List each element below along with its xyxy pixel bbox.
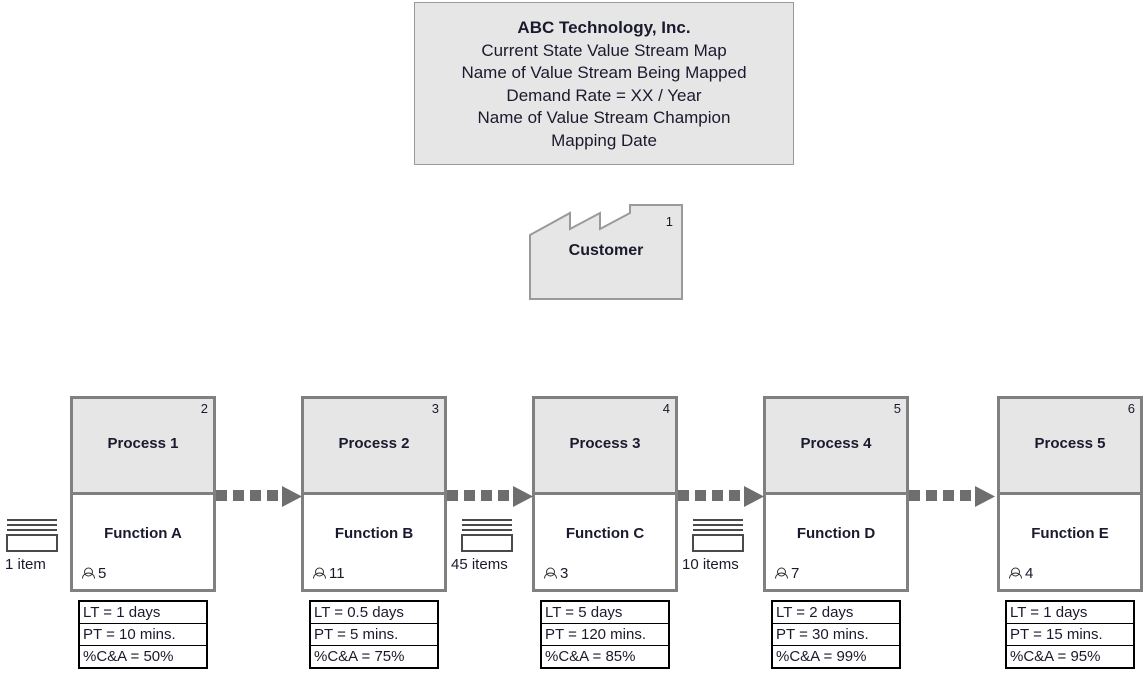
process-3-function: Function C xyxy=(565,525,645,542)
data-box-2-ca: %C&A = 75% xyxy=(314,648,405,665)
data-box-3-pt: PT = 120 mins. xyxy=(542,624,668,646)
process-4-operator-row: 7 xyxy=(774,566,799,581)
process-1-function: Function A xyxy=(104,525,182,542)
process-3-operator-count: 3 xyxy=(560,565,569,582)
data-box-3-lt: LT = 5 days xyxy=(542,602,668,624)
process-box-4[interactable]: 5 Process 4 Function D 7 xyxy=(763,396,909,592)
title-line-stream-name: Name of Value Stream Being Mapped xyxy=(461,63,747,82)
process-5-body: Function E 4 xyxy=(1000,495,1140,586)
process-3-body: Function C 3 xyxy=(535,495,675,586)
data-box-4-ca: %C&A = 99% xyxy=(776,648,867,665)
inventory-marker-3: 10 items xyxy=(682,518,745,573)
process-2-operator-row: 11 xyxy=(312,566,345,581)
data-box-1-lt: LT = 1 days xyxy=(80,602,206,624)
process-5-number: 6 xyxy=(1127,401,1135,416)
operator-icon xyxy=(312,567,327,580)
process-4-function: Function D xyxy=(796,525,876,542)
data-box-4-pt: PT = 30 mins. xyxy=(773,624,899,646)
process-2-name: Process 2 xyxy=(338,435,410,452)
process-2-function: Function B xyxy=(334,525,414,542)
process-2-header: 3 Process 2 xyxy=(304,399,444,495)
inventory-label-2: 45 items xyxy=(451,556,508,573)
push-arrow-4-to-5 xyxy=(909,486,995,508)
process-1-operator-count: 5 xyxy=(98,565,107,582)
inventory-stack-icon xyxy=(691,518,745,553)
data-box-2: LT = 0.5 days PT = 5 mins. %C&A = 75% xyxy=(309,600,439,669)
process-box-2[interactable]: 3 Process 2 Function B 11 xyxy=(301,396,447,592)
customer-number: 1 xyxy=(665,214,673,229)
data-box-4-lt: LT = 2 days xyxy=(773,602,899,624)
title-line-map-type: Current State Value Stream Map xyxy=(481,40,727,60)
process-4-operator-count: 7 xyxy=(791,565,800,582)
process-box-3[interactable]: 4 Process 3 Function C 3 xyxy=(532,396,678,592)
data-box-1-pt: PT = 10 mins. xyxy=(80,624,206,646)
operator-icon xyxy=(774,567,789,580)
title-line-mapping-date: Mapping Date xyxy=(551,130,657,150)
title-line-demand-rate: Demand Rate = XX / Year xyxy=(506,85,702,105)
process-2-operator-count: 11 xyxy=(329,565,345,582)
data-box-1-ca: %C&A = 50% xyxy=(83,648,174,665)
process-1-name: Process 1 xyxy=(107,435,179,452)
process-2-body: Function B 11 xyxy=(304,495,444,586)
data-box-2-lt: LT = 0.5 days xyxy=(311,602,437,624)
operator-icon xyxy=(81,567,96,580)
inventory-stack-icon xyxy=(5,518,59,553)
inventory-label-3: 10 items xyxy=(682,556,739,573)
customer-factory-icon xyxy=(528,203,684,301)
inventory-label-1: 1 item xyxy=(5,556,46,573)
process-2-number: 3 xyxy=(431,401,439,416)
data-box-5: LT = 1 days PT = 15 mins. %C&A = 95% xyxy=(1005,600,1135,669)
process-box-1[interactable]: 2 Process 1 Function A 5 xyxy=(70,396,216,592)
process-5-name: Process 5 xyxy=(1034,435,1106,452)
title-block: ABC Technology, Inc. Current State Value… xyxy=(414,2,794,165)
data-box-1: LT = 1 days PT = 10 mins. %C&A = 50% xyxy=(78,600,208,669)
process-3-number: 4 xyxy=(662,401,670,416)
title-line-company: ABC Technology, Inc. xyxy=(517,18,691,37)
data-box-3-ca: %C&A = 85% xyxy=(545,648,636,665)
operator-icon xyxy=(1008,567,1023,580)
process-5-operator-count: 4 xyxy=(1025,565,1034,582)
process-5-function: Function E xyxy=(1031,525,1109,542)
data-box-4: LT = 2 days PT = 30 mins. %C&A = 99% xyxy=(771,600,901,669)
push-arrow-2-to-3 xyxy=(447,486,533,508)
process-4-name: Process 4 xyxy=(800,435,872,452)
data-box-5-pt: PT = 15 mins. xyxy=(1007,624,1133,646)
process-box-5[interactable]: 6 Process 5 Function E 4 xyxy=(997,396,1143,592)
process-1-number: 2 xyxy=(200,401,208,416)
data-box-2-pt: PT = 5 mins. xyxy=(311,624,437,646)
process-4-number: 5 xyxy=(893,401,901,416)
process-1-header: 2 Process 1 xyxy=(73,399,213,495)
title-line-champion: Name of Value Stream Champion xyxy=(477,108,731,127)
process-3-operator-row: 3 xyxy=(543,566,568,581)
data-box-5-ca: %C&A = 95% xyxy=(1010,648,1101,665)
push-arrow-1-to-2 xyxy=(216,486,302,508)
process-3-name: Process 3 xyxy=(569,435,641,452)
process-4-header: 5 Process 4 xyxy=(766,399,906,495)
inventory-marker-1: 1 item xyxy=(5,518,59,573)
inventory-stack-icon xyxy=(460,518,514,553)
process-5-operator-row: 4 xyxy=(1008,566,1033,581)
inventory-marker-2: 45 items xyxy=(451,518,514,573)
data-box-3: LT = 5 days PT = 120 mins. %C&A = 85% xyxy=(540,600,670,669)
data-box-5-lt: LT = 1 days xyxy=(1007,602,1133,624)
process-5-header: 6 Process 5 xyxy=(1000,399,1140,495)
process-3-header: 4 Process 3 xyxy=(535,399,675,495)
operator-icon xyxy=(543,567,558,580)
process-1-body: Function A 5 xyxy=(73,495,213,586)
push-arrow-3-to-4 xyxy=(678,486,764,508)
process-1-operator-row: 5 xyxy=(81,566,106,581)
process-4-body: Function D 7 xyxy=(766,495,906,586)
